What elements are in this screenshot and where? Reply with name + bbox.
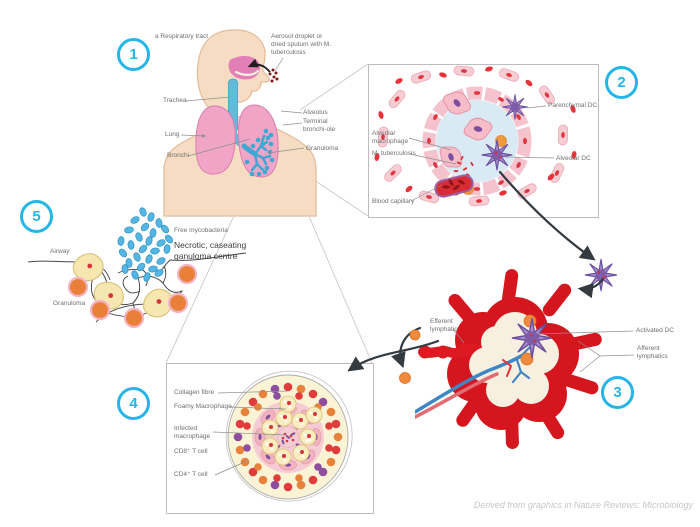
label-lung: Lung (165, 131, 180, 138)
necrotic-granuloma-illustration (27, 207, 247, 329)
step-badge-1: 1 (117, 38, 150, 71)
label-alveolar-dc: Alveolar DC (556, 155, 591, 162)
infected-macrophage-core (277, 426, 299, 448)
free-mycobacteria-cluster (117, 207, 174, 282)
t-cell (520, 352, 534, 366)
step-badge-4: 4 (117, 387, 150, 420)
label-granuloma-5: Granuloma (53, 300, 86, 307)
label-necrotic-centre: Necrotic, caseating ganuloma centre (174, 240, 247, 261)
label-free-mycobacteria: Free mycobacteria (174, 227, 228, 234)
label-airway: Airway (50, 248, 70, 255)
label-activated-dc: Activated DC (636, 327, 674, 334)
leader-lines (180, 57, 635, 476)
label-respiratory-tract: a Respiratory tract (155, 33, 209, 40)
step-badge-3: 3 (601, 376, 634, 409)
label-bronchi: Bronchi (167, 152, 190, 159)
label-foamy-macrophage: Foamy Macrophage (174, 403, 232, 410)
label-alveolus: Alveolus (303, 109, 328, 116)
aerosol-droplets (268, 68, 279, 83)
alveolar-macrophages (439, 91, 493, 168)
left-lung (195, 105, 236, 175)
lymphocyte-ring (233, 382, 343, 492)
granuloma-illustration (225, 370, 353, 502)
label-cd8-t-cell: CD8⁺ T cell (174, 448, 208, 455)
label-blood-capillary: Blood capillary (372, 198, 415, 205)
migrating-dc-icon (584, 258, 618, 292)
lymph-node-illustration (415, 269, 602, 449)
label-collagen-fibre: Collagen fibre (174, 389, 215, 396)
label-m-tuberculosis: M. tuberculosis (372, 150, 416, 157)
step-badge-2: 2 (605, 66, 638, 99)
label-alveolar-macrophage: Alveolar macrophage (372, 130, 409, 146)
step-badge-5: 5 (20, 200, 53, 233)
alveolar-clusters (244, 128, 275, 177)
label-afferent-lymphatics: Afferent lymphatics (637, 345, 668, 361)
foamy-macrophages (261, 395, 323, 466)
outer-epithelial-cells (377, 65, 569, 207)
blood-vessels (415, 346, 533, 419)
effector-t-cell (399, 372, 411, 384)
alveolus-panel-box (368, 64, 599, 218)
granuloma-panel-box (166, 363, 374, 514)
human-torso (163, 29, 317, 217)
respiratory-tract-illustration (163, 29, 317, 217)
migration-arrows (347, 170, 605, 372)
label-aerosol-droplet: Aerosol droplet or dried sputum with M. … (271, 33, 331, 57)
lymphocyte-ring-inner (243, 392, 333, 482)
inhalation-arrow (247, 58, 271, 73)
t-cell (495, 135, 507, 147)
label-trachea: Trachea (163, 97, 187, 104)
label-cd4-t-cell: CD4⁺ T cell (174, 471, 208, 478)
effector-t-cell (409, 329, 421, 341)
label-efferent-lymphatic: Efferent lymphatic (430, 318, 458, 334)
granuloma-macrophage-cells (67, 263, 198, 329)
credit-line: Derived from graphics in Nature Reviews:… (473, 500, 693, 510)
label-terminal-bronchiole: Terminal bronchi-ole (303, 118, 336, 134)
alveolus-illustration (374, 65, 577, 207)
label-infected-macrophage: Infected macrophage (174, 425, 211, 441)
label-granuloma-lung: Granuloma (306, 145, 339, 152)
airway-surface (27, 252, 247, 281)
blood-capillary-shape (434, 174, 474, 198)
bronchial-tree (241, 134, 272, 172)
label-parenchymal-dc: Parenchymal DC (548, 102, 598, 109)
